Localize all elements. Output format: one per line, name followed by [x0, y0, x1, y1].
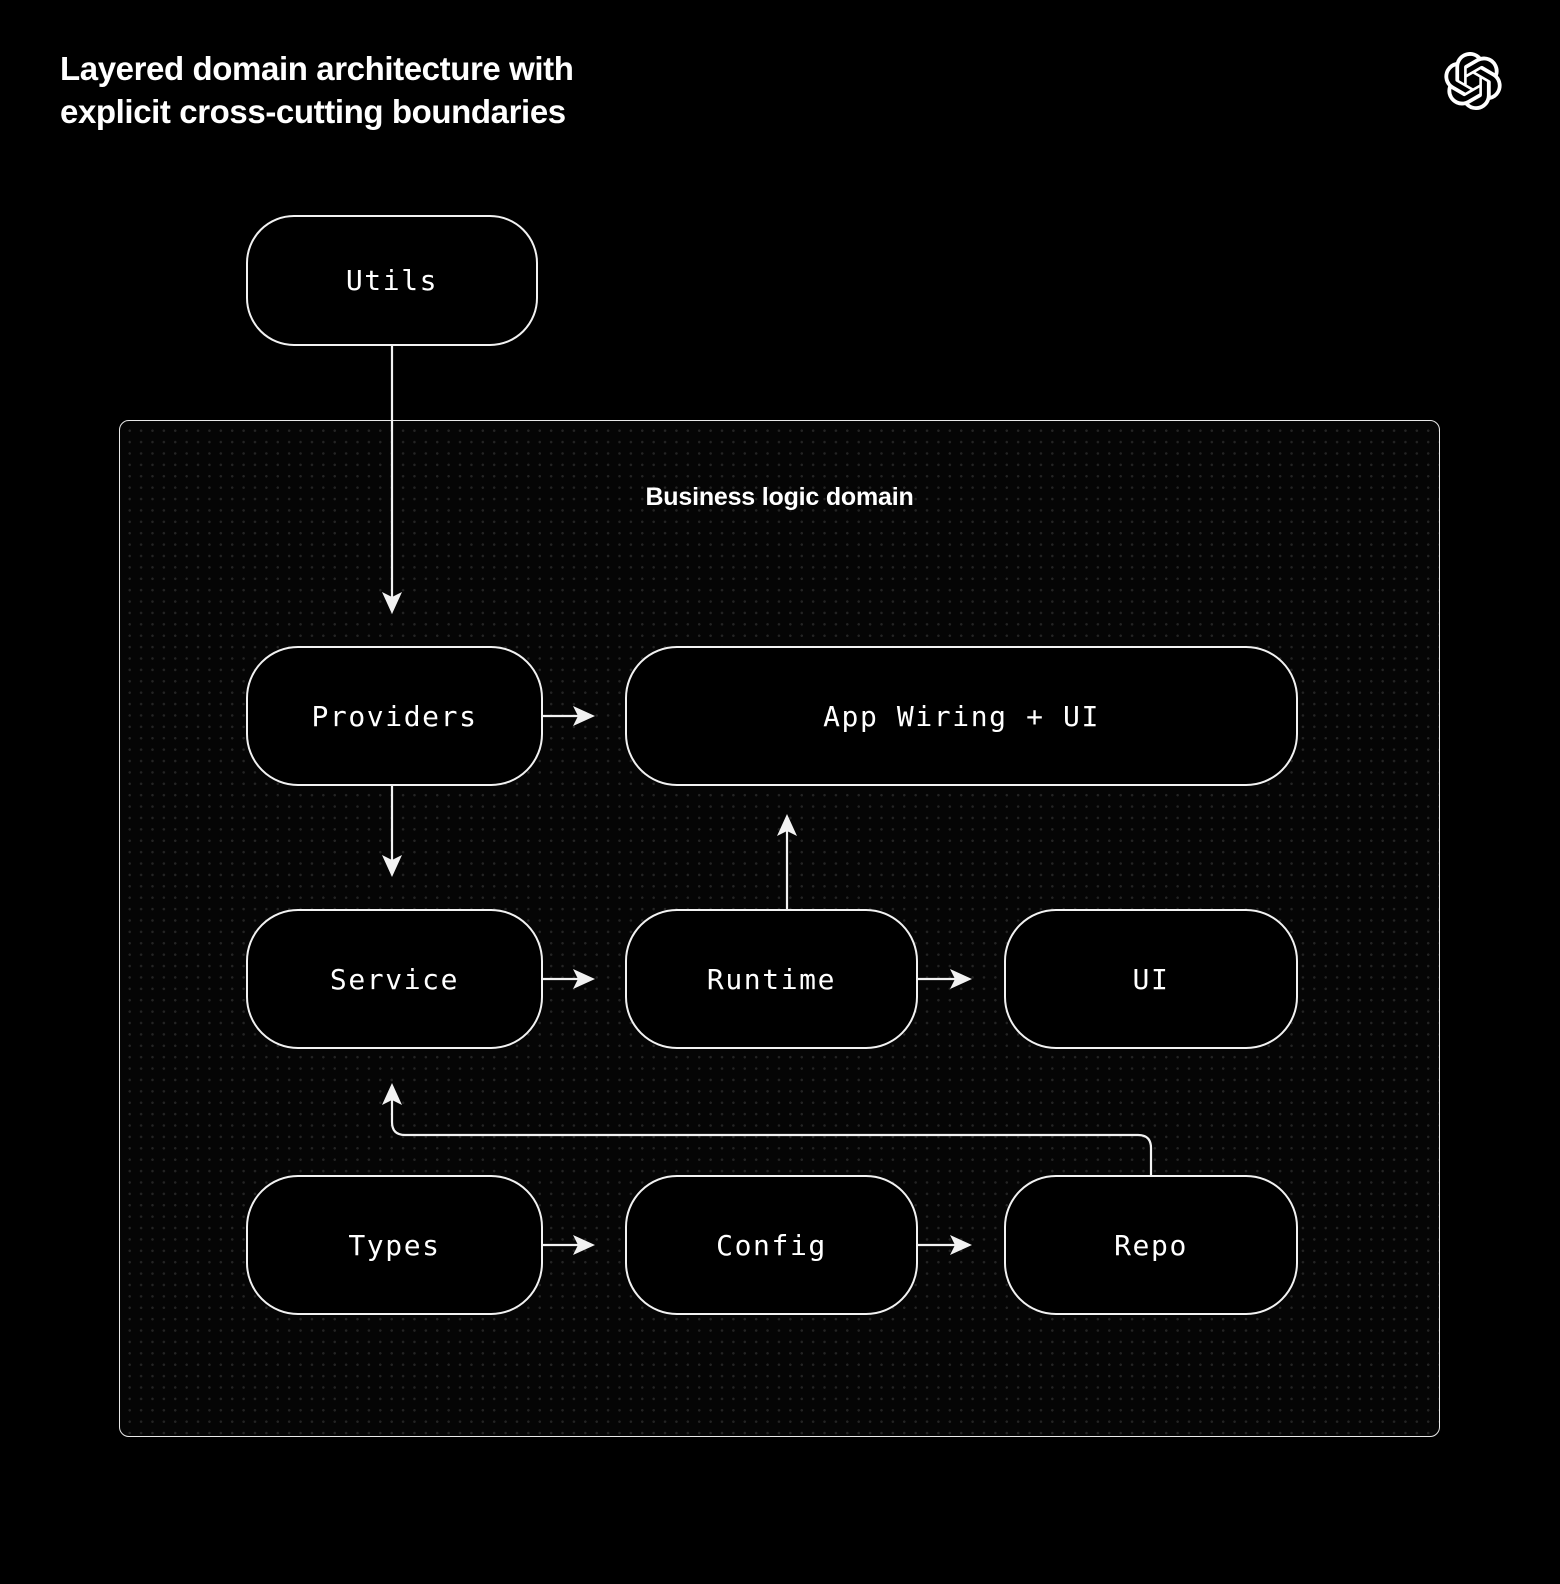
node-ui-label: UI [1132, 962, 1170, 996]
node-app-wiring-ui-label: App Wiring + UI [823, 699, 1100, 733]
node-providers-label: Providers [311, 699, 478, 733]
node-repo-label: Repo [1114, 1228, 1188, 1262]
domain-container-label: Business logic domain [645, 483, 914, 511]
node-service-label: Service [329, 962, 460, 996]
node-app-wiring-ui[interactable]: App Wiring + UI [625, 646, 1298, 786]
openai-logo-icon [1444, 52, 1502, 111]
node-runtime[interactable]: Runtime [625, 909, 918, 1049]
node-types-label: Types [348, 1228, 441, 1262]
node-runtime-label: Runtime [706, 962, 837, 996]
node-utils-label: Utils [345, 264, 439, 297]
node-service[interactable]: Service [246, 909, 543, 1049]
node-config-label: Config [716, 1228, 827, 1262]
node-types[interactable]: Types [246, 1175, 543, 1315]
node-ui[interactable]: UI [1004, 909, 1298, 1049]
node-repo[interactable]: Repo [1004, 1175, 1298, 1315]
node-utils[interactable]: Utils [246, 215, 538, 346]
page-title: Layered domain architecture with explici… [60, 50, 574, 130]
node-config[interactable]: Config [625, 1175, 918, 1315]
node-providers[interactable]: Providers [246, 646, 543, 786]
